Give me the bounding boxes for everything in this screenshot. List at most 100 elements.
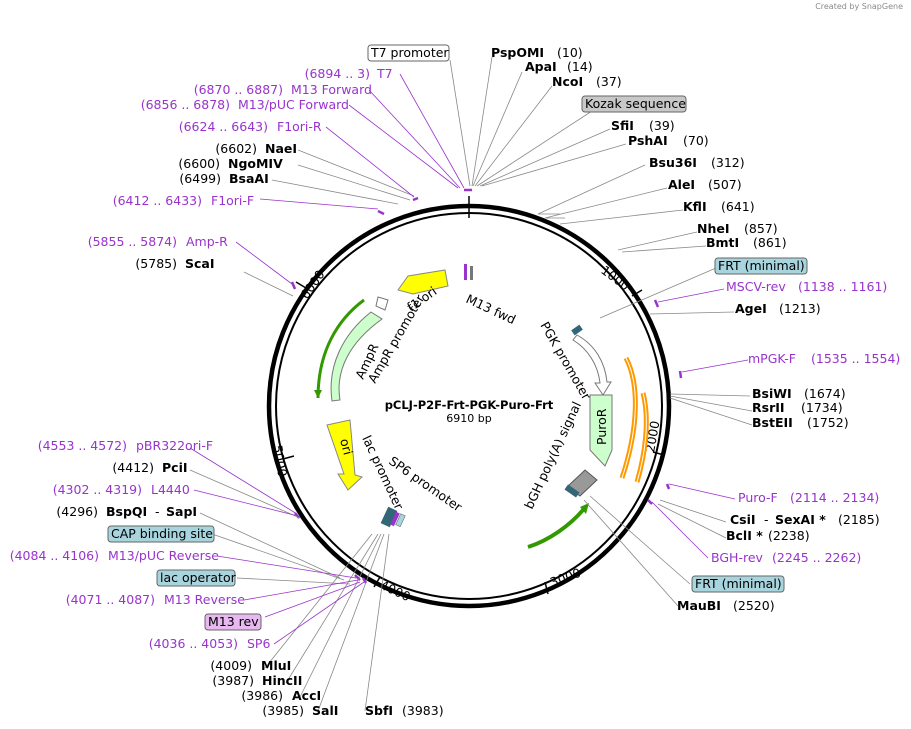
site-mlui-pos: (4009) — [210, 658, 252, 673]
primer-bgh-rev: BGH-rev — [711, 550, 764, 565]
primer-l4440: L4440 — [151, 482, 190, 497]
site-pshai: PshAI — [628, 133, 668, 148]
site-agei-pos: (1213) — [779, 301, 821, 316]
site-ngomiv: NgoMIV — [228, 156, 283, 171]
site-naei: NaeI — [265, 141, 297, 156]
site-nhei-pos: (857) — [744, 221, 778, 236]
site-bsaai: BsaAI — [229, 171, 269, 186]
svg-text:M13 rev: M13 rev — [208, 614, 259, 629]
primer-f1ori-f-pos: (6412 .. 6433) — [113, 193, 202, 208]
box-frt-minimal-1: FRT (minimal) — [714, 257, 808, 275]
primer-amp-r-pos: (5855 .. 5874) — [88, 234, 177, 249]
primer-leader-lines — [189, 73, 749, 645]
site-apai-pos: (14) — [567, 59, 593, 74]
tick-4000: 4000 — [378, 577, 413, 604]
primer-puro-f-pos: (2114 .. 2134) — [790, 490, 879, 505]
site-bsu36i-pos: (312) — [711, 155, 745, 170]
snapgene-credit: Created by SnapGene — [815, 2, 903, 11]
primer-mscv-rev-pos: (1138 .. 1161) — [798, 279, 887, 294]
site-bsteii-pos: (1752) — [807, 415, 849, 430]
site-sbfi: SbfI — [365, 703, 393, 718]
site-maubi: MauBI — [677, 598, 721, 613]
feature-m13fwd — [464, 264, 473, 280]
site-ncoi-pos: (37) — [596, 74, 622, 89]
primer-m13puc-forward-pos: (6856 .. 6878) — [141, 97, 230, 112]
site-bsteii: BstEII — [752, 415, 793, 430]
site-ncoi: NcoI — [552, 74, 583, 89]
primer-pbr322ori-f: pBR322ori-F — [136, 438, 213, 453]
primer-m13puc-forward: M13/pUC Forward — [238, 97, 349, 112]
site-acci: AccI — [292, 688, 321, 703]
site-csii-dash: - — [764, 512, 769, 527]
label-m13fwd: M13 fwd — [464, 291, 518, 327]
feature-puror — [589, 394, 613, 467]
box-kozak: Kozak sequence — [581, 95, 687, 113]
site-bcli: BclI * — [726, 528, 763, 543]
feature-f1ori — [397, 269, 449, 295]
site-bspqi: BspQI — [106, 504, 147, 519]
site-bspqi-pos: (4296) — [56, 504, 98, 519]
site-sapi: SapI — [166, 504, 197, 519]
site-sali-pos: (3985) — [262, 703, 304, 718]
feature-pgk-promoter — [571, 324, 612, 396]
primer-f1ori-f: F1ori-F — [211, 193, 254, 208]
site-bsiwi: BsiWI — [752, 386, 792, 401]
site-pspomi: PspOMI — [491, 45, 544, 60]
feature-green-orf — [527, 503, 589, 549]
box-lac-operator: lac operator — [156, 569, 237, 587]
primer-f1ori-r: F1ori-R — [277, 119, 322, 134]
feature-lac-cluster — [380, 506, 406, 528]
site-bcli-pos: (2238) — [768, 528, 810, 543]
primer-m13-reverse-pos: (4071 .. 4087) — [66, 592, 155, 607]
site-rsrii-pos: (1734) — [801, 400, 843, 415]
leader-lines — [189, 56, 753, 712]
label-ori: ori — [337, 437, 356, 457]
tick-5000: 5000 — [270, 444, 290, 478]
svg-text:CAP binding site: CAP binding site — [111, 526, 213, 541]
box-m13-rev: M13 rev — [204, 613, 262, 631]
site-scai: ScaI — [185, 256, 215, 271]
label-puror: PuroR — [594, 408, 609, 445]
primer-m13puc-reverse-pos: (4084 .. 4106) — [10, 548, 99, 563]
site-sbfi-pos: (3983) — [402, 703, 444, 718]
primer-m13-forward: M13 Forward — [291, 82, 372, 97]
feature-bgh — [564, 469, 598, 498]
primer-t7-pos: (6894 .. 3) — [305, 66, 370, 81]
primer-l4440-pos: (4302 .. 4319) — [53, 482, 142, 497]
site-sexai-pos: (2185) — [838, 512, 880, 527]
primer-puro-f: Puro-F — [738, 490, 778, 505]
feature-ori — [326, 419, 363, 491]
site-alei: AleI — [668, 177, 695, 192]
primer-m13-reverse: M13 Reverse — [164, 592, 245, 607]
site-apai: ApaI — [525, 59, 557, 74]
svg-text:FRT (minimal): FRT (minimal) — [695, 576, 782, 591]
primer-t7: T7 — [376, 66, 393, 81]
box-frt-minimal-2: FRT (minimal) — [691, 575, 785, 593]
site-maubi-pos: (2520) — [733, 598, 775, 613]
site-nhei: NheI — [697, 221, 730, 236]
plasmid-length: 6910 bp — [446, 412, 491, 425]
primer-amp-r: Amp-R — [186, 234, 228, 249]
site-kfli: KflI — [683, 199, 707, 214]
svg-text:lac operator: lac operator — [160, 570, 237, 585]
site-pshai-pos: (70) — [683, 133, 709, 148]
site-sexai: SexAI * — [775, 512, 826, 527]
tick-marks — [282, 196, 665, 595]
site-sali: SalI — [312, 703, 338, 718]
site-naei-pos: (6602) — [215, 141, 257, 156]
primer-f1ori-r-pos: (6624 .. 6643) — [179, 119, 268, 134]
primer-sp6: SP6 — [247, 636, 270, 651]
primer-mpgk-f-pos: (1535 .. 1554) — [811, 351, 900, 366]
label-pgk-promoter: PGK promoter — [537, 319, 594, 403]
site-kfli-pos: (641) — [721, 199, 755, 214]
primer-m13-forward-pos: (6870 .. 6887) — [194, 82, 283, 97]
site-pcii-pos: (4412) — [112, 460, 154, 475]
site-bmti: BmtI — [706, 235, 739, 250]
site-hincii: HincII — [262, 673, 302, 688]
site-sfii: SfiI — [611, 118, 634, 133]
feature-orange-orfs — [619, 356, 649, 483]
site-csii: CsiI — [730, 512, 756, 527]
primer-sp6-pos: (4036 .. 4053) — [149, 636, 238, 651]
primer-bgh-rev-pos: (2245 .. 2262) — [772, 550, 861, 565]
